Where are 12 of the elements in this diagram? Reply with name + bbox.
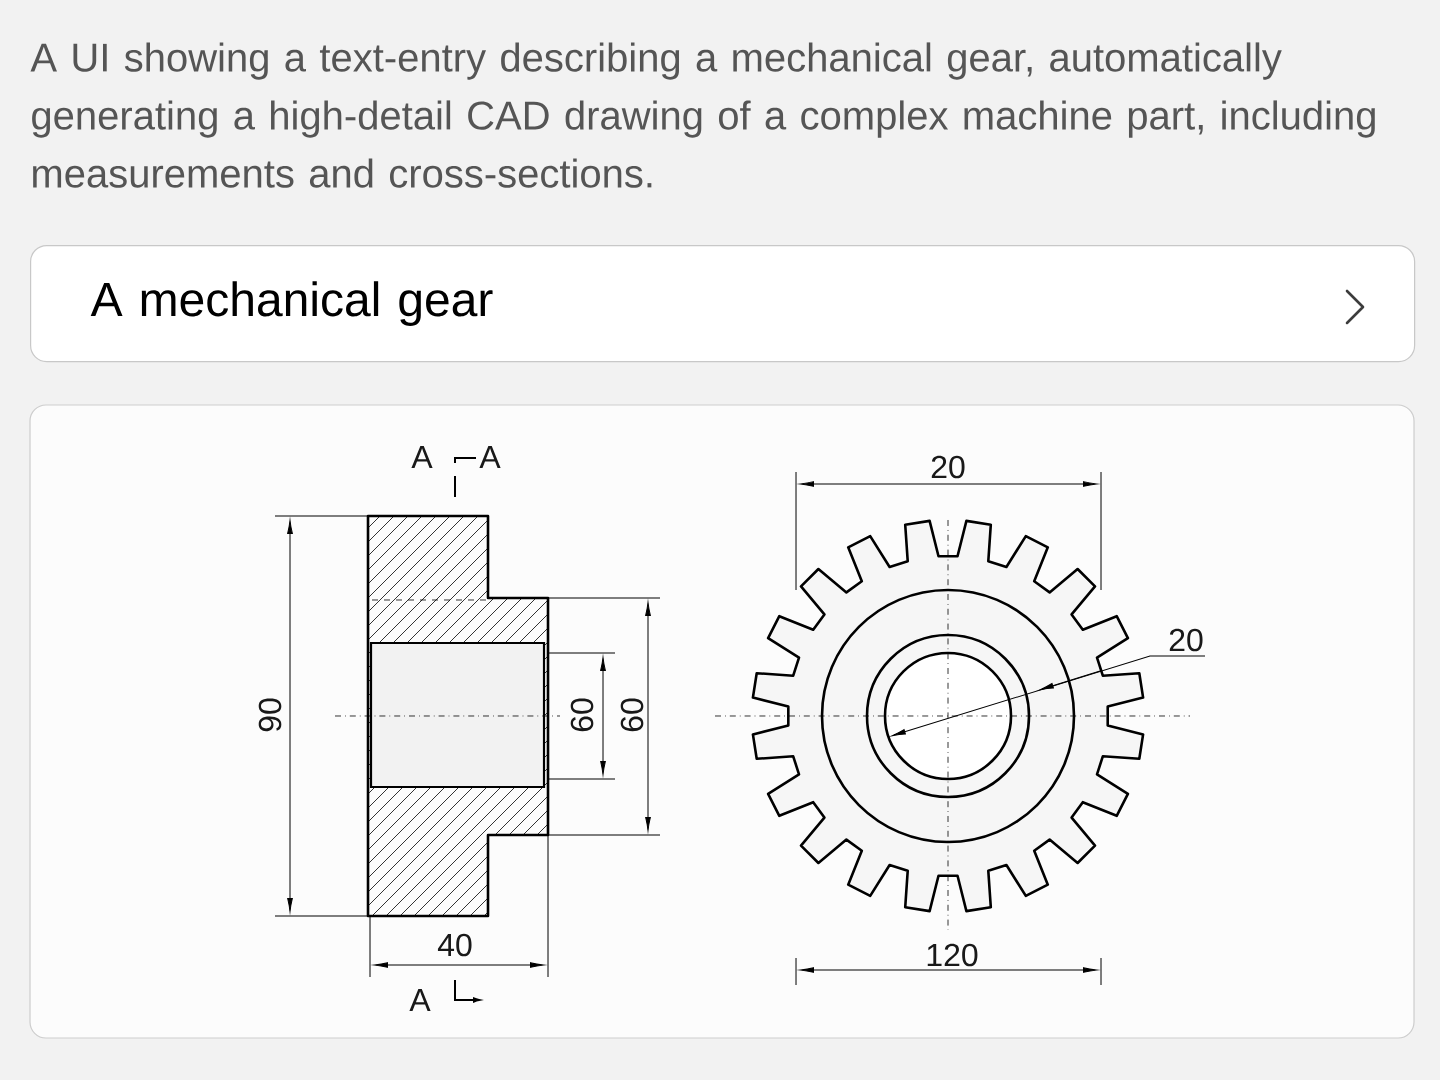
dimension-label: 20 — [1169, 628, 1203, 652]
section-letter: A — [411, 446, 433, 468]
dimension-label: 120 — [927, 943, 978, 967]
section-letter: A — [479, 446, 501, 468]
section-letter: A — [409, 989, 431, 1011]
dimension-label: 60 — [620, 698, 644, 732]
input-field: A mechanical gear — [30, 245, 1416, 363]
dimension-label: 40 — [437, 933, 472, 957]
dimension-label: 20 — [931, 455, 965, 479]
dimension-label: 90 — [258, 698, 282, 732]
dimension-label: 60 — [570, 698, 594, 732]
title-text: A UI showing a text-entry describing a mechanical gear, automatically generating a high-detail CAD drawing of a complex machine part, including measurements and cross-sections. — [30, 42, 1375, 188]
